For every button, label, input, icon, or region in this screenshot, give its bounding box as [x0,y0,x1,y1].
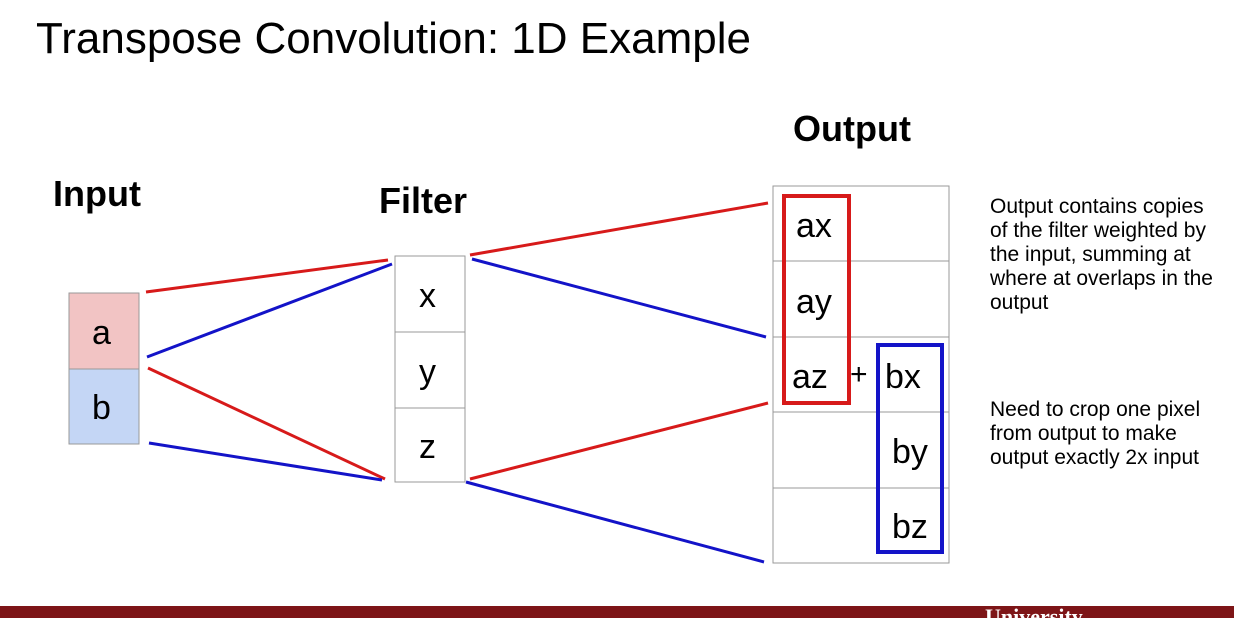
output-cell-ax: ax [796,207,832,245]
slide-title: Transpose Convolution: 1D Example [36,14,751,63]
filter-cell-z: z [419,428,436,466]
output-grid [772,185,950,564]
input-cell-a-box [68,292,140,370]
filter-heading: Filter [379,180,468,221]
note-crop-explanation: Need to crop one pixel from output to ma… [990,398,1201,469]
filter-cell-y-box [394,331,466,409]
footer-bar [0,606,1234,618]
filter-cell-x: x [419,277,436,315]
output-cell-by: by [892,433,928,471]
output-cell-bx: bx [885,358,921,396]
red-copy-box [782,194,851,405]
output-heading: Output [793,108,911,149]
output-cell-az: az [792,358,828,396]
input-cell-b-box [68,368,140,445]
input-heading: Input [53,173,141,214]
filter-cell-x-box [394,255,466,333]
line-x-to-bx [471,257,767,339]
line-b-to-z [148,441,383,482]
note-overlap-explanation: Output contains copies of the filter wei… [990,195,1213,314]
line-b-to-x [146,262,393,359]
footer-university-text: University [985,606,1083,618]
line-z-to-az [469,401,769,481]
filter-cell-z-box [394,407,466,483]
line-z-to-bz [465,480,765,564]
output-cell-ay: ay [796,283,832,321]
filter-cell-y: y [419,353,436,391]
input-cell-b: b [92,389,111,427]
input-cell-a: a [92,314,111,352]
line-x-to-ax [469,201,769,257]
line-a-to-z [147,366,386,481]
output-cell-bz: bz [892,508,928,546]
line-a-to-x [145,258,389,294]
blue-copy-box [876,343,944,554]
output-plus-sign: + [850,358,868,391]
